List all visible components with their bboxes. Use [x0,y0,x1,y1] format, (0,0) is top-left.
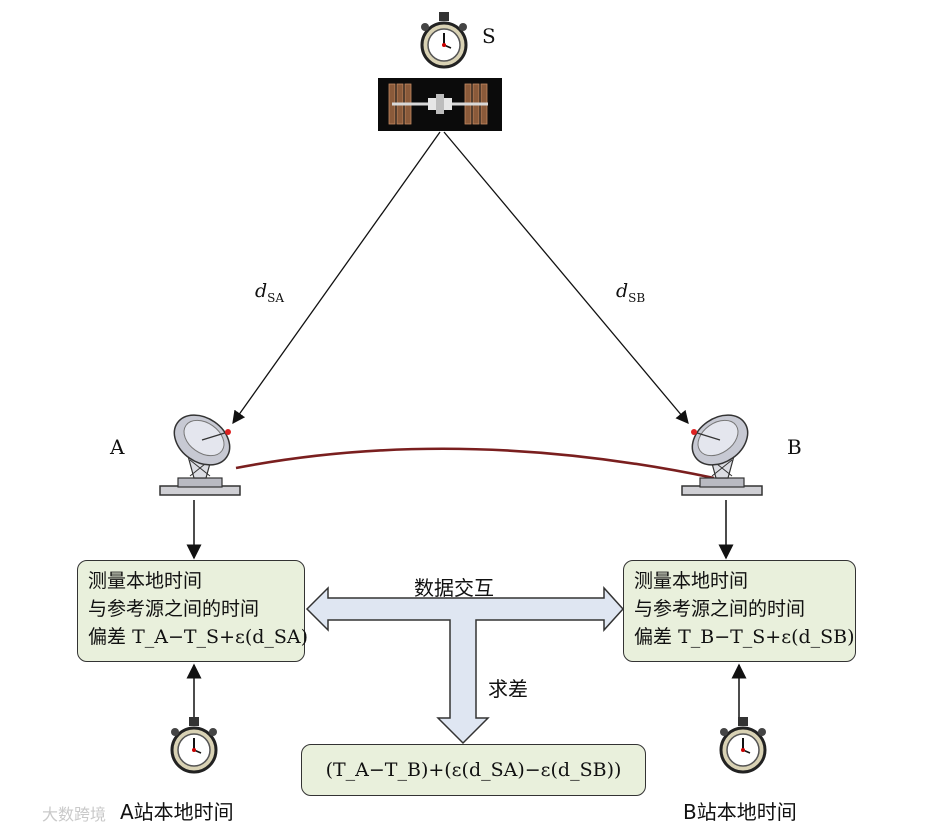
box-b-line2: 与参考源之间的时间 [634,598,806,620]
distance-label-sb: dSB [616,280,646,305]
box-a-formula: T_A−T_S+ε(d_SA) [132,626,309,648]
box-a-line3: 偏差 T_A−T_S+ε(d_SA) [88,623,308,651]
box-a-line2: 与参考源之间的时间 [88,598,260,620]
measure-box-b: 测量本地时间 与参考源之间的时间 偏差 T_B−T_S+ε(d_SB) [623,560,856,662]
result-formula-box: (T_A−T_B)+(ε(d_SA)−ε(d_SB)) [301,744,646,796]
clock-b-stopwatch-icon [718,715,768,774]
exchange-label: 数据交互 [414,576,494,600]
clock-a-caption: A站本地时间 [120,800,234,824]
node-label-a: A [110,435,125,459]
clock-b-caption: B站本地时间 [683,800,797,824]
measure-box-a: 测量本地时间 与参考源之间的时间 偏差 T_A−T_S+ε(d_SA) [77,560,308,662]
clock-a-stopwatch-icon [169,715,219,774]
link-s-to-b [443,131,689,424]
box-b-line3: 偏差 T_B−T_S+ε(d_SB) [634,623,855,651]
watermark: 大数跨境 [42,805,107,824]
box-a-line3-prefix: 偏差 [88,626,127,648]
exchange-arrow [305,586,625,745]
box-b-formula: T_B−T_S+ε(d_SB) [678,626,855,648]
box-a-line1: 测量本地时间 [88,570,203,592]
node-label-b: B [787,435,802,459]
dish-antenna-b-icon [681,414,763,496]
distance-label-sa: dSA [255,280,285,305]
diff-label: 求差 [488,677,528,701]
link-s-to-a [232,131,441,425]
station-link-arc [235,447,715,480]
satellite-stopwatch-icon [419,10,469,69]
box-b-line1: 测量本地时间 [634,570,749,592]
dish-antenna-a-icon [159,414,241,496]
box-b-line3-prefix: 偏差 [634,626,673,648]
satellite-icon [378,78,502,131]
node-label-s: S [482,24,496,48]
